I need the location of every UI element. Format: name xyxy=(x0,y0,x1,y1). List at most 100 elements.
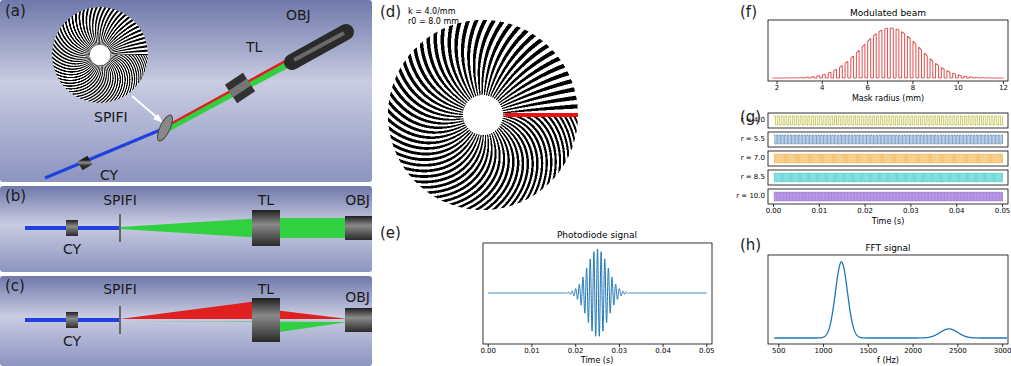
tick-label: 1500 xyxy=(859,348,877,355)
square-wave xyxy=(773,135,1002,144)
tube-lens xyxy=(252,298,280,342)
tick-mark xyxy=(823,344,824,347)
plot-title: FFT signal xyxy=(865,244,910,253)
plot-frame xyxy=(768,189,1008,204)
tick-mark xyxy=(865,204,866,207)
tick-mark xyxy=(910,204,911,207)
spifi-mask xyxy=(119,214,121,242)
cylindrical-lens xyxy=(66,312,78,328)
cylindrical-lens xyxy=(66,220,78,236)
tick-label: 0.02 xyxy=(857,208,873,215)
tube-lens xyxy=(231,82,249,94)
tick-mark xyxy=(773,204,774,207)
plot-frame xyxy=(768,113,1008,128)
plot-frame xyxy=(768,132,1008,147)
objective xyxy=(345,308,372,332)
part-label: OBJ xyxy=(286,8,311,22)
tick-label: 10 xyxy=(954,85,963,92)
part-label: TL xyxy=(258,282,274,296)
tick-mark xyxy=(575,344,576,347)
row-label: r = 10.0 xyxy=(736,193,765,200)
row-label: r = 5.5 xyxy=(741,136,765,143)
tick-mark xyxy=(867,81,868,84)
panel-letter: (c) xyxy=(5,279,25,294)
plot-frame xyxy=(768,151,1008,166)
red-beam xyxy=(120,300,348,319)
objective xyxy=(345,216,372,240)
pointer-arrowhead xyxy=(153,114,163,123)
panel-letter: (d) xyxy=(380,5,401,20)
tick-mark xyxy=(777,81,778,84)
part-label: OBJ xyxy=(345,193,370,207)
objective-highlight xyxy=(294,33,344,60)
tick-mark xyxy=(958,81,959,84)
tick-label: 3000 xyxy=(994,348,1011,355)
tick-mark xyxy=(912,81,913,84)
objective xyxy=(292,32,346,62)
tick-label: 0.01 xyxy=(812,208,828,215)
tick-label: 0.03 xyxy=(903,208,919,215)
tick-label: 2000 xyxy=(904,348,922,355)
red-beam xyxy=(165,53,300,127)
panel-background xyxy=(0,0,372,182)
part-label: SPIFI xyxy=(103,282,137,296)
row-label: r = 8.5 xyxy=(741,174,765,181)
tick-label: 2 xyxy=(775,85,779,92)
tick-mark xyxy=(663,344,664,347)
mask-inset xyxy=(52,7,148,103)
axis-title: Mask radius (mm) xyxy=(852,95,924,103)
tick-label: 0.05 xyxy=(995,208,1011,215)
tick-label: 0.04 xyxy=(949,208,965,215)
tick-mark xyxy=(619,344,620,347)
part-label: SPIFI xyxy=(103,193,137,207)
tube-lens-highlight xyxy=(231,82,249,94)
tube-lens xyxy=(252,210,280,246)
panel-letter: (e) xyxy=(380,226,401,241)
tick-mark xyxy=(488,344,489,347)
part-label: CY xyxy=(63,242,81,256)
part-label: TL xyxy=(246,40,262,54)
tick-label: 2500 xyxy=(949,348,967,355)
axis-title: Time (s) xyxy=(872,218,905,226)
axis-title: Time (s) xyxy=(581,357,614,365)
modulated-beam-trace xyxy=(773,28,1004,78)
plot-title: Photodiode signal xyxy=(557,231,637,240)
plot-frame xyxy=(768,255,1008,344)
green-beam xyxy=(120,218,348,238)
tick-label: 0.04 xyxy=(655,348,671,355)
plot-title: Modulated beam xyxy=(850,9,926,18)
tick-mark xyxy=(819,204,820,207)
plot-frame xyxy=(483,243,712,344)
parameter-note: k = 4.0/mm xyxy=(408,8,455,16)
tick-mark xyxy=(913,344,914,347)
panel-letter: (b) xyxy=(5,189,26,204)
tick-label: 0.00 xyxy=(480,348,496,355)
square-wave xyxy=(773,173,1002,182)
part-label: CY xyxy=(63,334,81,348)
tick-mark xyxy=(1003,81,1004,84)
tick-label: 0.00 xyxy=(766,208,782,215)
plot-frame xyxy=(768,170,1008,185)
panel-letter: (h) xyxy=(740,238,761,253)
spifi-mask xyxy=(119,306,121,334)
tick-label: 1000 xyxy=(815,348,833,355)
row-label: r = 7.0 xyxy=(741,155,765,162)
tick-mark xyxy=(956,204,957,207)
green-beam xyxy=(120,321,348,334)
tick-mark xyxy=(1002,344,1003,347)
panel-background xyxy=(0,186,372,272)
plot-frame xyxy=(768,20,1008,81)
part-label: OBJ xyxy=(345,290,370,304)
square-wave xyxy=(773,116,1002,125)
tick-mark xyxy=(531,344,532,347)
tick-label: 8 xyxy=(911,85,915,92)
tick-mark xyxy=(822,81,823,84)
photodiode-trace xyxy=(488,249,707,336)
tick-label: 4 xyxy=(820,85,824,92)
cylindrical-lens xyxy=(80,160,90,166)
green-beam xyxy=(165,58,300,130)
panel-letter: (f) xyxy=(740,5,757,20)
tick-label: 12 xyxy=(999,85,1008,92)
tick-mark xyxy=(868,344,869,347)
